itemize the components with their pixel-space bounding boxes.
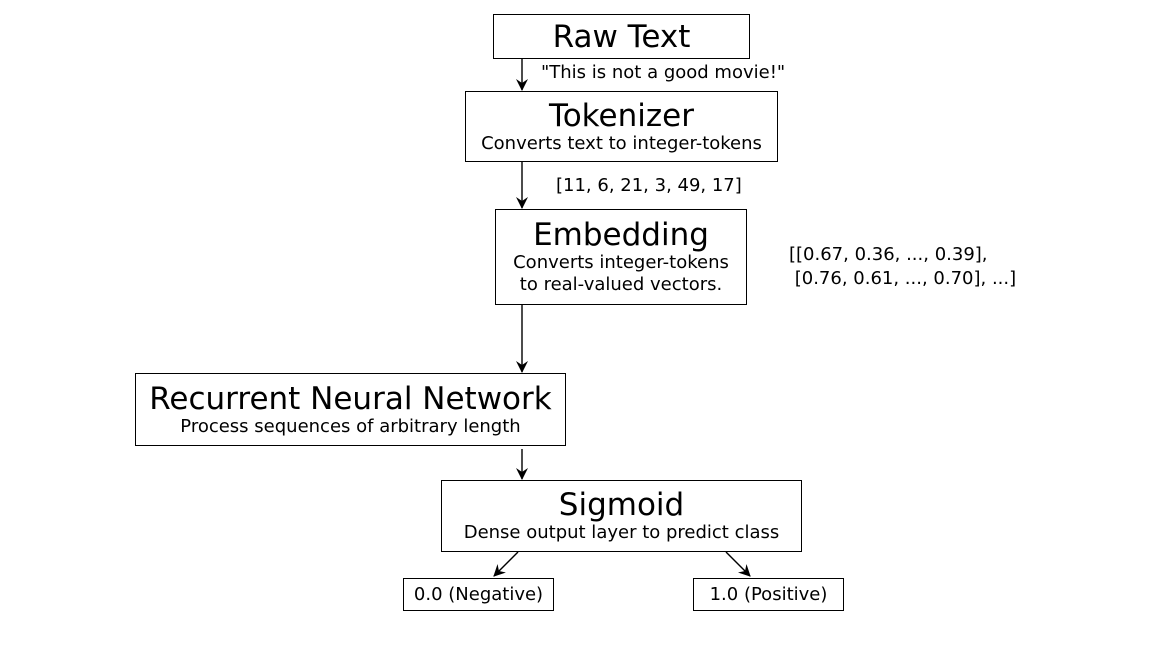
vectors-label-line2: [0.76, 0.61, ..., 0.70], ...] [789, 268, 1017, 289]
tokenizer-title: Tokenizer [549, 97, 694, 134]
tokenizer-subtitle: Converts text to integer-tokens [481, 132, 762, 154]
sigmoid-box: Sigmoid Dense output layer to predict cl… [441, 480, 802, 552]
embedding-box: Embedding Converts integer-tokens to rea… [495, 209, 747, 305]
embedding-subtitle-line1: Converts integer-tokens [513, 252, 729, 273]
negative-output-box: 0.0 (Negative) [403, 578, 554, 611]
positive-output-box: 1.0 (Positive) [693, 578, 844, 611]
example-text-label: "This is not a good movie!" [541, 62, 786, 83]
tokenizer-box: Tokenizer Converts text to integer-token… [465, 91, 778, 162]
negative-output-label: 0.0 (Negative) [413, 583, 544, 605]
positive-output-label: 1.0 (Positive) [709, 583, 828, 605]
raw-text-title: Raw Text [552, 18, 691, 55]
sigmoid-title: Sigmoid [558, 487, 685, 523]
tokens-label: [11, 6, 21, 3, 49, 17] [556, 175, 742, 196]
arrow-sigmoid-to-negative [493, 551, 519, 577]
embedding-subtitle-line2: to real-valued vectors. [519, 274, 723, 295]
sigmoid-subtitle: Dense output layer to predict class [463, 522, 780, 543]
rnn-title: Recurrent Neural Network [149, 380, 552, 417]
vectors-label-line1: [[0.67, 0.36, ..., 0.39], [789, 244, 988, 265]
rnn-box: Recurrent Neural Network Process sequenc… [135, 373, 566, 446]
embedding-title: Embedding [533, 217, 709, 253]
arrow-sigmoid-to-positive [725, 551, 751, 577]
raw-text-box: Raw Text [493, 14, 750, 59]
rnn-subtitle: Process sequences of arbitrary length [180, 415, 521, 437]
